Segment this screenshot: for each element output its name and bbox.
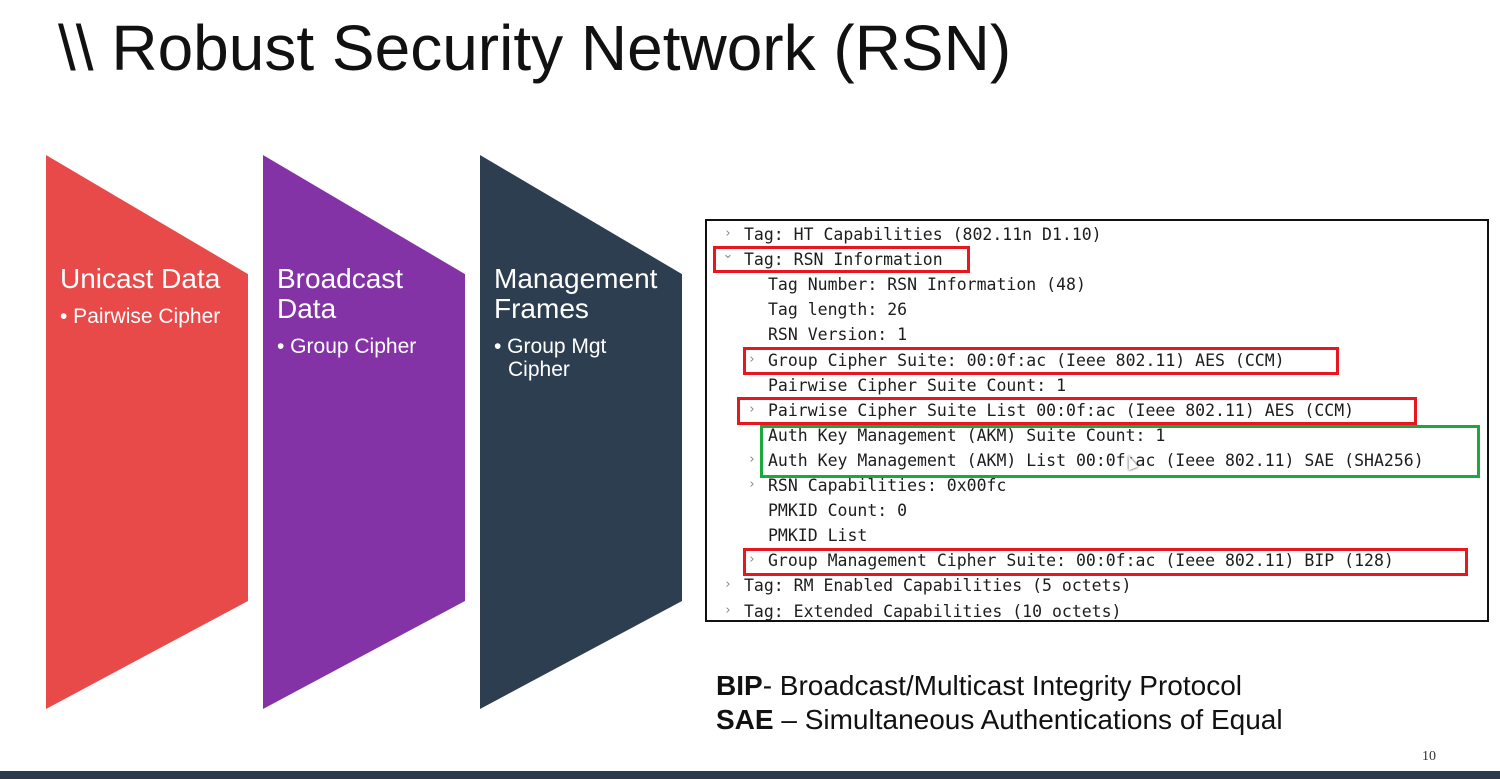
bip-abbr: BIP [716,670,763,701]
chevron-right-icon[interactable]: › [725,577,731,593]
packet-detail-row[interactable]: PMKID Count: 0 [768,501,908,521]
broadcast-data-label-line1: Broadcast [277,263,404,294]
pairwise-cipher-bullet: • Pairwise Cipher [60,305,221,328]
packet-detail-row[interactable]: Auth Key Management (AKM) List 00:0f:ac … [768,450,1424,470]
packet-detail-row[interactable]: Tag: Extended Capabilities (10 octets) [744,601,1122,621]
chevron-right-icon[interactable]: › [749,401,755,417]
packet-details-panel: › Tag: HT Capabilities (802.11n D1.10) ⌄ Ta… [705,219,1489,622]
group-cipher-suite-highlight [743,347,1339,375]
bip-legend: BIP- Broadcast/Multicast Integrity Proto… [716,670,1242,702]
group-cipher-bullet: • Group Cipher [277,335,417,358]
page-number: 10 [1422,749,1436,764]
akm-highlight [760,425,1480,478]
rsn-information-highlight [713,246,970,273]
packet-detail-row[interactable]: Tag length: 26 [768,300,908,320]
sae-abbr: SAE [716,704,774,735]
packet-detail-row[interactable]: RSN Version: 1 [768,325,908,345]
management-frames-label-line1: Management [494,263,658,294]
packet-detail-row[interactable]: Tag Number: RSN Information (48) [768,275,1086,295]
packet-detail-row[interactable]: Tag: RSN Information [744,250,943,270]
packet-detail-row[interactable]: RSN Capabilities: 0x00fc [768,476,1007,495]
packet-detail-row[interactable]: Tag: HT Capabilities (802.11n D1.10) [744,225,1102,244]
packet-detail-row[interactable]: Pairwise Cipher Suite List 00:0f:ac (Iee… [768,400,1355,420]
packet-detail-row[interactable]: Auth Key Management (AKM) Suite Count: 1 [768,425,1166,445]
slide-title: \\ Robust Security Network (RSN) [58,12,1012,84]
chevron-right-icon[interactable]: › [749,451,755,467]
group-mgt-cipher-bullet-line2: Cipher [508,358,570,381]
bip-definition: - Broadcast/Multicast Integrity Protocol [762,670,1242,701]
footer-bar [0,771,1500,779]
chevron-down-icon[interactable]: ⌄ [722,247,734,263]
chevron-right-icon[interactable]: › [725,226,731,241]
group-management-cipher-suite-highlight [743,548,1468,576]
packet-detail-row[interactable]: Tag: RM Enabled Capabilities (5 octets) [744,576,1132,596]
packet-detail-row[interactable]: Group Management Cipher Suite: 00:0f:ac … [768,551,1394,571]
chevron-right-icon[interactable]: › [749,477,755,492]
group-mgt-cipher-bullet-line1: • Group Mgt [494,335,607,358]
packet-detail-row[interactable]: Pairwise Cipher Suite Count: 1 [768,375,1067,395]
packet-detail-row[interactable]: PMKID List [768,526,868,546]
chevron-right-icon[interactable]: › [749,552,755,568]
sae-legend: SAE – Simultaneous Authentications of Eq… [716,704,1283,736]
management-frames-shape [480,155,682,709]
chevron-right-icon[interactable]: › [749,351,755,367]
unicast-data-shape [46,155,248,709]
broadcast-data-shape [263,155,465,709]
unicast-data-label: Unicast Data [60,263,221,294]
chevron-right-icon[interactable]: › [725,602,731,618]
pairwise-cipher-suite-list-highlight [737,397,1417,425]
management-frames-label-line2: Frames [494,293,589,324]
packet-detail-row[interactable]: Group Cipher Suite: 00:0f:ac (Ieee 802.1… [768,350,1285,370]
sae-definition: – Simultaneous Authentications of Equal [773,704,1283,735]
broadcast-data-label-line2: Data [277,293,337,324]
